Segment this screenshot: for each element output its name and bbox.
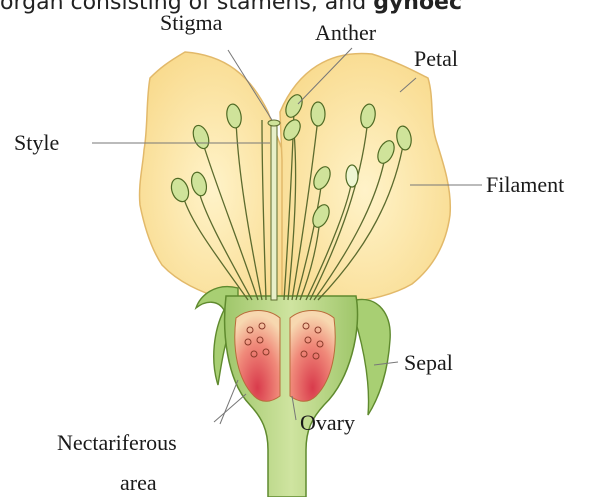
label-style: Style (14, 130, 59, 155)
label-anther: Anther (315, 20, 377, 45)
label-sepal: Sepal (404, 350, 453, 375)
stigma (268, 120, 280, 126)
label-petal: Petal (414, 46, 458, 71)
label-filament: Filament (486, 172, 564, 197)
label-nectariferous: Nectariferous (57, 430, 177, 455)
sepal-right (354, 299, 390, 415)
label-stigma: Stigma (160, 10, 223, 35)
style (271, 124, 277, 300)
label-ovary: Ovary (300, 410, 355, 435)
petal-left (140, 52, 286, 300)
label-nectariferous-area: area (120, 470, 157, 495)
